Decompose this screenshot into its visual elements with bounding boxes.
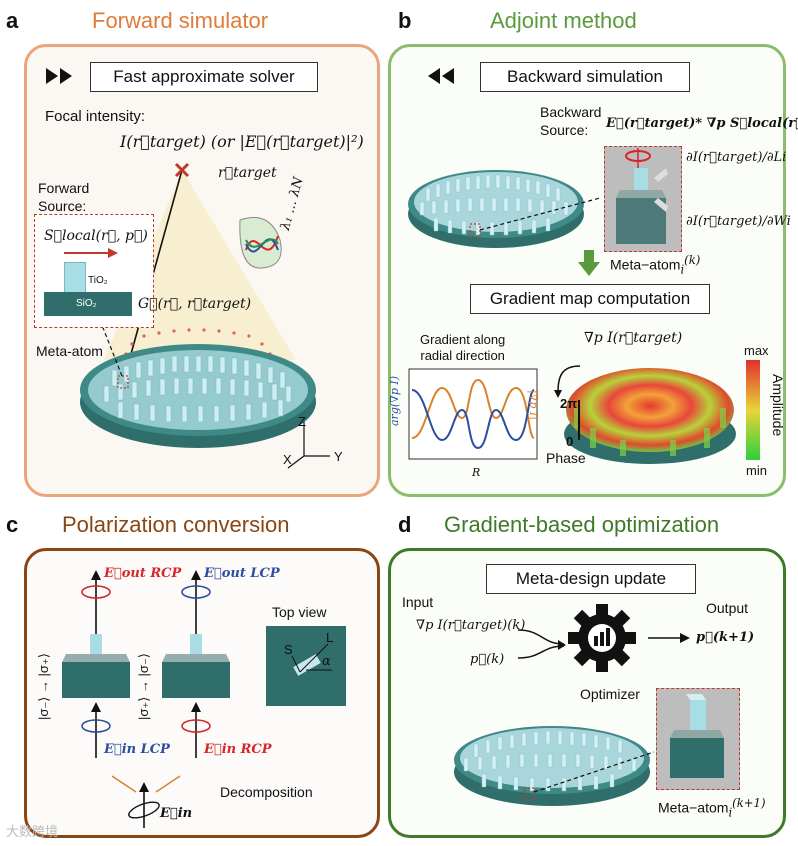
- axis-z-label: Z: [298, 414, 306, 429]
- curved-arrow-icon: [554, 365, 581, 398]
- abs-axis-label: |∇p I|: [527, 390, 540, 420]
- phase-2pi-label: 2π: [560, 396, 578, 411]
- top-view-label: Top view: [272, 604, 327, 620]
- backward-source-label: Backward Source:: [540, 104, 602, 138]
- input-gradient-label: ∇p I(r⃗target)(k): [416, 618, 526, 633]
- meta-atom-k-label: Meta−atomi(k): [610, 253, 700, 277]
- colorbar-min-label: min: [746, 463, 767, 478]
- top-view-l-label: L: [326, 630, 334, 645]
- meta-atom-k-text: Meta−atom: [610, 256, 681, 273]
- gradient-along-label: Gradient along radial direction: [420, 332, 506, 364]
- arrow-right-icon: [64, 248, 118, 258]
- meta-atom-k-sup: (k): [684, 253, 701, 267]
- r-axis-label: R: [472, 466, 481, 479]
- gear-icon: [568, 604, 636, 672]
- dI-dW-label: ∂I(r⃗target)/∂Wi: [686, 214, 791, 229]
- dI-dL-label: ∂I(r⃗target)/∂Li: [686, 150, 787, 165]
- colorbar-max-label: max: [744, 343, 769, 358]
- watermark: 大数跨境: [6, 824, 59, 839]
- meta-atom-label: Meta-atom: [36, 343, 103, 359]
- arrow-down-icon: [578, 250, 600, 276]
- input-label: Input: [402, 594, 434, 610]
- focal-intensity-label: Focal intensity:: [45, 108, 146, 125]
- updated-meta-atom-render: [670, 694, 724, 778]
- merge-arrows-icon: [517, 629, 566, 659]
- green-function-label: G⃡(r⃗, r⃗target): [138, 296, 252, 312]
- updated-meta-atom-label: Meta−atomi(k+1): [658, 796, 766, 820]
- panel-b-letter: b: [398, 8, 412, 33]
- top-view-s-label: S: [284, 642, 293, 657]
- e-out-lcp-label: E⃗out LCP: [204, 566, 280, 581]
- r-target-label: r⃗target: [218, 165, 277, 181]
- phase-0-label: 0: [566, 434, 574, 449]
- fast-forward-icon: [46, 68, 72, 84]
- focal-formula: I(r⃗target) (or |E⃗(r⃗target)|²): [120, 132, 364, 151]
- rewind-icon: [428, 68, 454, 84]
- grad-label: ∇p I(r⃗target): [584, 330, 683, 346]
- series-amplitude-line: [411, 378, 535, 439]
- polarization-diagram: [62, 570, 230, 828]
- meta-atom-k-sub: i: [680, 262, 685, 277]
- axis-y-label: Y: [334, 449, 343, 464]
- updated-meta-atom-sup: (k+1): [732, 796, 766, 810]
- input-p-label: p⃗(k): [470, 652, 505, 667]
- phase-label: Phase: [546, 450, 586, 466]
- panel-d-title: Gradient-based optimization: [444, 512, 720, 537]
- metasurface-disc-updated: [454, 726, 655, 806]
- top-view-alpha-label: α: [322, 654, 331, 669]
- e-in-lcp-label: E⃗in LCP: [104, 742, 170, 757]
- output-arrow-icon: [648, 633, 690, 643]
- fast-solver-box: Fast approximate solver: [90, 62, 318, 92]
- panel-d-letter: d: [398, 512, 412, 537]
- e-out-rcp-label: E⃗out RCP: [104, 566, 182, 581]
- spectrum-wave-icon: [239, 217, 282, 269]
- ket-left-2: |σ₊⟩ → |σ₋⟩: [136, 653, 151, 720]
- sio2-substrate: [44, 292, 132, 316]
- optimizer-label: Optimizer: [580, 686, 640, 702]
- gradient-map-3d: [564, 368, 736, 464]
- e-in-label: E⃗in: [160, 806, 193, 821]
- e-in-rcp-label: E⃗in RCP: [204, 742, 272, 757]
- gradient-map-box: Gradient map computation: [470, 284, 710, 314]
- series-phase-line: [411, 389, 535, 450]
- panel-c-letter: c: [6, 512, 19, 537]
- decomposition-label: Decomposition: [220, 784, 313, 800]
- panel-b-title: Adjoint method: [490, 8, 637, 33]
- metasurface-disc-backward: [408, 170, 601, 248]
- axis-icon: [287, 422, 330, 469]
- forward-source-label: Forward Source:: [38, 180, 90, 214]
- backward-meta-atom-render: [616, 148, 668, 244]
- metasurface-disc: [80, 344, 316, 448]
- panel-a-letter: a: [6, 8, 19, 33]
- adjoint-formula: E⃗(r⃗target)* ∇p S⃗local(r⃗, p⃗): [606, 116, 798, 131]
- output-p-label: p⃗(k+1): [696, 630, 755, 645]
- panel-a-title: Forward simulator: [92, 8, 269, 33]
- updated-meta-atom-sub: i: [728, 805, 733, 820]
- top-view-diagram: [266, 626, 346, 706]
- tio2-label: TiO₂: [88, 275, 108, 286]
- sio2-label: SiO₂: [76, 298, 97, 309]
- meta-design-update-box: Meta-design update: [486, 564, 696, 594]
- backward-simulation-box: Backward simulation: [480, 62, 690, 92]
- arg-axis-label: arg(∇p I): [388, 375, 401, 426]
- focal-point-icon: [174, 162, 190, 178]
- s-local-label: S⃗local(r⃗, p⃗): [44, 228, 148, 244]
- panel-c-title: Polarization conversion: [62, 512, 290, 537]
- ket-left-1: |σ₋⟩ → |σ₊⟩: [36, 653, 51, 720]
- tio2-pillar: [64, 262, 86, 294]
- updated-meta-atom-text: Meta−atom: [658, 799, 729, 816]
- colorbar: [746, 360, 760, 460]
- gradient-radial-chart: [408, 368, 538, 460]
- colorbar-title: Amplitude: [770, 374, 786, 437]
- axis-x-label: X: [283, 452, 292, 467]
- forward-simulation-diagram: [80, 162, 330, 469]
- phase-scale-bar: [578, 400, 580, 440]
- output-label: Output: [706, 600, 749, 616]
